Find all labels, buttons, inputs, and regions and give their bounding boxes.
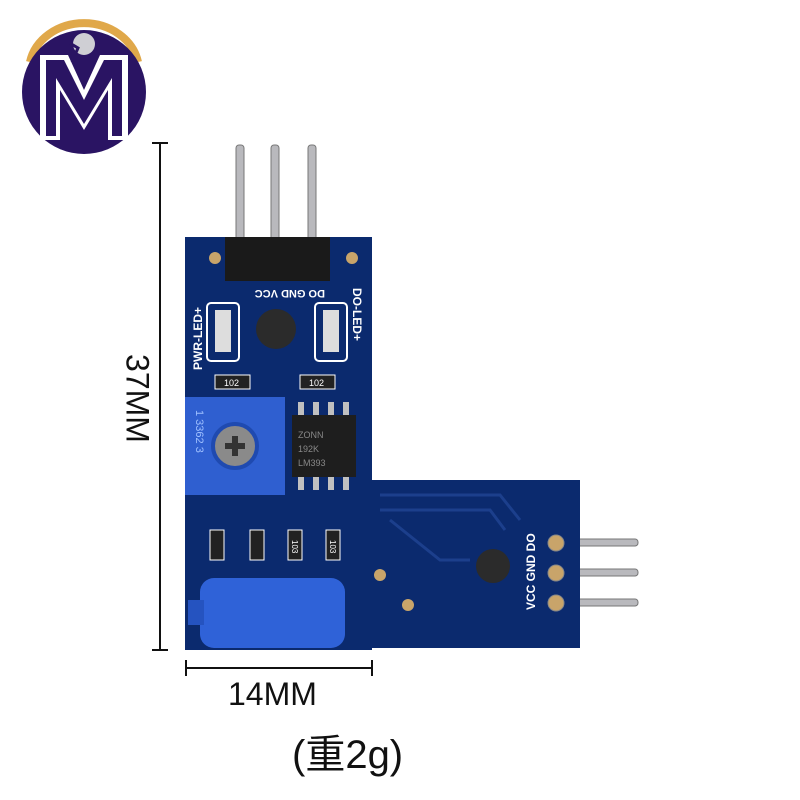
side-pcb-board: VCC GND DO xyxy=(372,480,580,648)
chip-label-3: LM393 xyxy=(298,458,326,468)
pwr-led-label: PWR-LED+ xyxy=(191,307,205,370)
side-pin-label: VCC GND DO xyxy=(524,533,538,610)
resistor-label-2: 102 xyxy=(309,378,324,388)
width-dimension-label: 14MM xyxy=(228,676,317,712)
width-dimension-line xyxy=(185,660,373,676)
resistor-label-3: 103 xyxy=(290,540,299,554)
main-pcb-board: DO GND VCC PWR-LED+ DO-LED+ 102 102 1 33… xyxy=(185,237,372,650)
potentiometer-label: 1 3362 3 xyxy=(193,410,205,453)
chip-label-1: ZONN xyxy=(298,430,324,440)
header-label: DO GND VCC xyxy=(255,287,325,299)
height-dimension-label: 37MM xyxy=(119,354,156,443)
resistor-label-4: 103 xyxy=(328,540,337,554)
resistor-label-1: 102 xyxy=(224,378,239,388)
weight-label: (重2g) xyxy=(292,733,404,777)
brand-logo xyxy=(22,19,146,154)
chip-label-2: 192K xyxy=(298,444,319,454)
top-header-pins xyxy=(235,144,317,251)
height-dimension-line xyxy=(152,142,168,651)
do-led-label: DO-LED+ xyxy=(350,288,364,341)
